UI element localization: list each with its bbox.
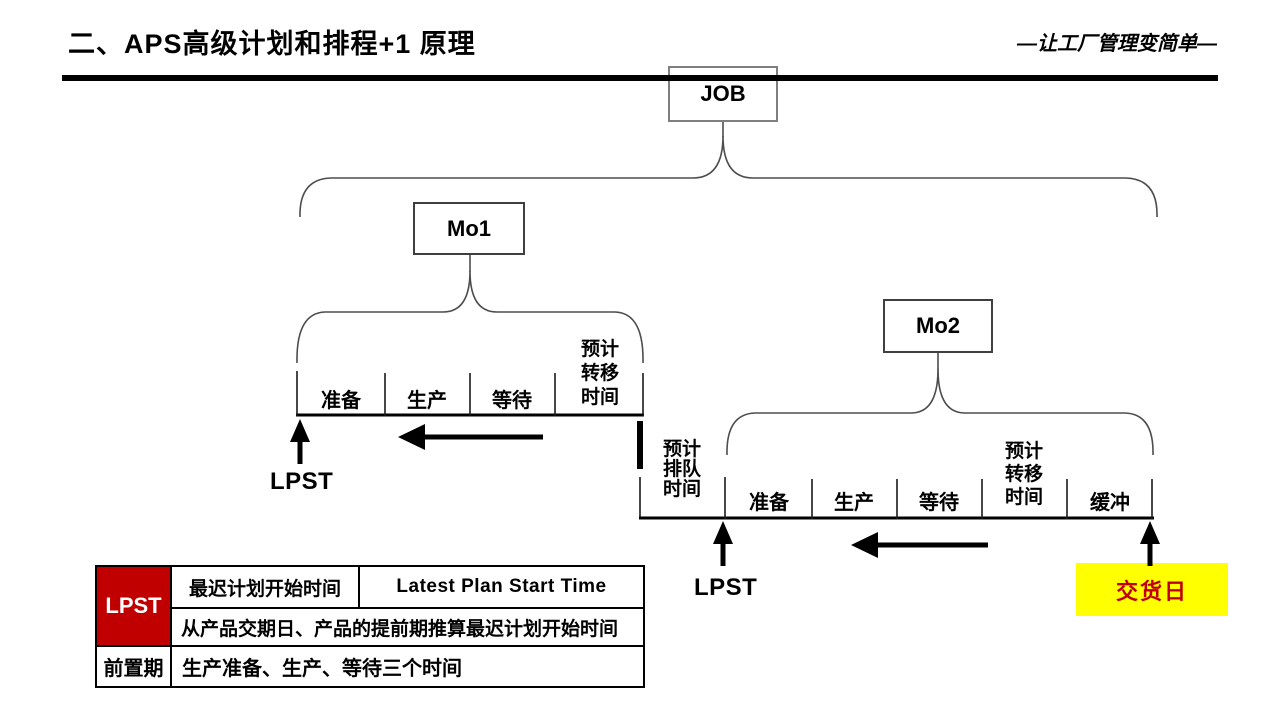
- header-divider-line: [62, 75, 1218, 81]
- job-node-label: JOB: [700, 81, 746, 106]
- delivery-date-arrow: [1140, 521, 1160, 566]
- delivery-date-highlight: 交货日: [1076, 563, 1228, 616]
- mo2-lpst-arrow: [713, 521, 733, 566]
- mo2-segment-produce: 生产: [834, 492, 874, 514]
- mo2-brace: [726, 353, 1154, 456]
- mo1-node-label: Mo1: [447, 215, 491, 241]
- mo1-segment-produce: 生产: [407, 390, 447, 412]
- mo1-backward-arrow: [398, 424, 543, 450]
- mo2-segment-buffer: 缓冲: [1090, 492, 1130, 514]
- queue-time-label: 预计 排队 时间: [662, 439, 701, 500]
- mo1-brace: [296, 255, 644, 364]
- mo2-node-box: Mo2: [883, 299, 993, 353]
- page-title: 二、APS高级计划和排程+1 原理: [68, 29, 476, 59]
- delivery-date-label: 交货日: [1115, 578, 1188, 604]
- mo2-transfer-time-label: 预计 转移 时间: [1004, 441, 1043, 508]
- mo1-segment-prepare: 准备: [321, 390, 361, 412]
- mo2-backward-arrow: [851, 532, 988, 558]
- mo2-node-label: Mo2: [916, 313, 960, 338]
- mo1-transfer-time-label: 预计 转移 时间: [580, 339, 619, 408]
- job-brace: [299, 122, 1158, 218]
- mo2-segment-prepare: 准备: [749, 492, 789, 514]
- table-cell-lpst: LPST: [95, 565, 172, 647]
- mo2-segment-wait: 等待: [919, 492, 959, 514]
- mo2-lpst-label: LPST: [694, 574, 758, 601]
- table-cell-leadtime-text: 生产准备、生产、等待三个时间: [170, 645, 645, 688]
- mo2-timeline: [639, 477, 1154, 520]
- slogan-text: —让工厂管理变简单—: [1017, 33, 1217, 55]
- mo1-node-box: Mo1: [413, 202, 525, 255]
- queue-separator-bar: [637, 421, 643, 469]
- mo1-segment-wait: 等待: [492, 390, 532, 412]
- mo1-lpst-arrow: [290, 419, 310, 464]
- mo1-lpst-label: LPST: [270, 468, 334, 495]
- mo1-timeline: [296, 371, 644, 417]
